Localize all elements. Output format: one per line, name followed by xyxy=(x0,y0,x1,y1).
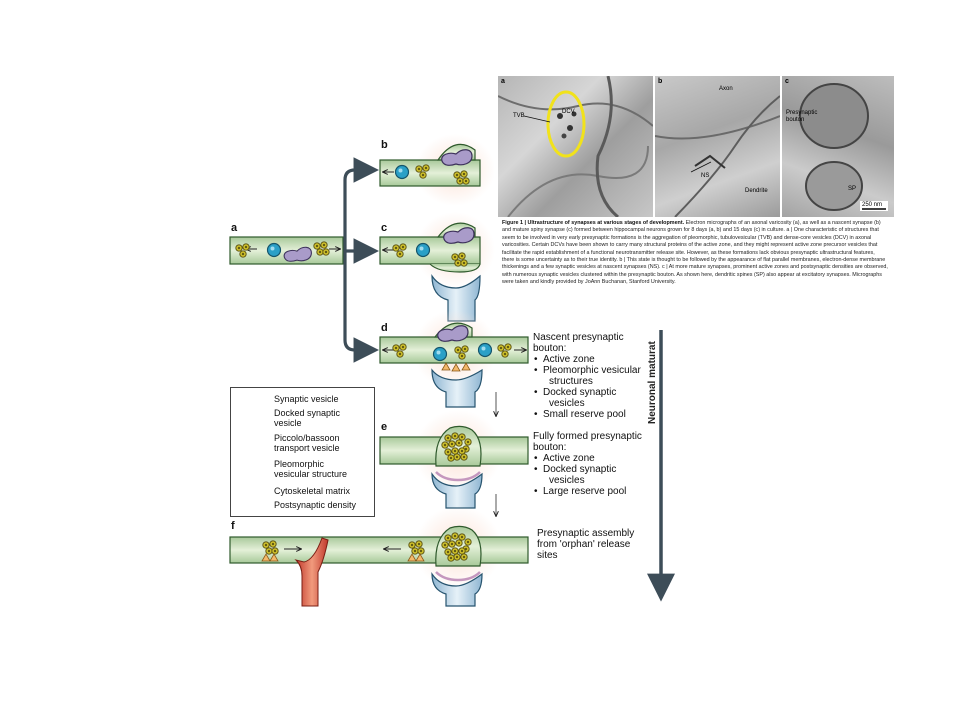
axon-e xyxy=(379,410,529,516)
description-f-line-3: sites xyxy=(537,550,558,561)
list-item: structures xyxy=(549,376,593,387)
legend-pleo-2: vesicular structure xyxy=(274,469,348,479)
micrograph-a-texture xyxy=(498,76,653,217)
label-ns: NS xyxy=(701,173,710,179)
label-axon: Axon xyxy=(719,86,733,92)
description-f-line-2: from 'orphan' release xyxy=(537,539,631,550)
list-item: vesicles xyxy=(549,475,585,486)
description-e: Fully formed presynaptic bouton: Active … xyxy=(533,431,648,497)
caption-body: Electron micrographs of an axonal varico… xyxy=(502,220,888,286)
description-e-title-1: Fully formed presynaptic xyxy=(533,431,642,442)
description-e-list: Active zone Docked synaptic vesicles Lar… xyxy=(533,453,648,497)
description-d-list: Active zone Pleomorphic vesicular struct… xyxy=(533,354,648,420)
description-e-title-2: bouton: xyxy=(533,442,567,453)
label-sp: SP xyxy=(848,186,857,192)
legend-piccolo-2: transport vesicle xyxy=(274,443,340,453)
label-tvb: TVB xyxy=(513,113,525,119)
panel-label-a: a xyxy=(231,222,238,234)
micrograph-c-texture xyxy=(799,83,888,211)
branch-arrows xyxy=(343,157,380,363)
axon-c xyxy=(379,212,495,322)
list-item: Docked synaptic xyxy=(533,387,648,398)
list-item: Pleomorphic vesicular xyxy=(533,365,648,376)
label-presynaptic-1: Presynaptic xyxy=(786,110,818,116)
micrograph-c: c Presynaptic bouton SP 250 nm xyxy=(782,76,894,217)
label-dendrite: Dendrite xyxy=(745,188,768,194)
axon-a xyxy=(229,236,344,265)
axon-d xyxy=(379,310,529,416)
description-d-title-1: Nascent presynaptic xyxy=(533,332,624,343)
micrograph-figure: a TVB DCV b Axon NS Dendrite c Presynapt… xyxy=(498,76,894,328)
description-d: Nascent presynaptic bouton: Active zone … xyxy=(533,332,648,420)
axon-f xyxy=(229,506,529,607)
legend-postsynaptic: Postsynaptic density xyxy=(274,500,357,510)
legend-docked-1: Docked synaptic xyxy=(274,408,341,418)
legend-pleo-1: Pleomorphic xyxy=(274,459,325,469)
micrograph-b-letter: b xyxy=(658,78,663,85)
list-item: Docked synaptic xyxy=(533,464,648,475)
axis-label: Neuronal maturat xyxy=(647,341,658,424)
list-item: Large reserve pool xyxy=(533,486,648,497)
panel-label-f: f xyxy=(231,520,235,532)
micrograph-a: a TVB DCV xyxy=(498,76,653,217)
legend: Synaptic vesicle Docked synaptic vesicle… xyxy=(230,387,375,517)
description-f: Presynaptic assembly from 'orphan' relea… xyxy=(537,528,652,561)
label-dcv: DCV xyxy=(562,109,575,115)
legend-piccolo-1: Piccolo/bassoon xyxy=(274,433,340,443)
micrograph-c-letter: c xyxy=(785,78,789,85)
panel-label-d: d xyxy=(381,322,388,334)
description-f-line-1: Presynaptic assembly xyxy=(537,528,635,539)
legend-cytoskeletal: Cytoskeletal matrix xyxy=(274,486,351,496)
list-item: Active zone xyxy=(533,453,648,464)
caption-title: Figure 1 | Ultrastructure of synapses at… xyxy=(502,220,685,226)
micrograph-b: b Axon NS Dendrite xyxy=(655,76,780,217)
description-d-title-2: bouton: xyxy=(533,343,567,354)
panel-label-b: b xyxy=(381,139,388,151)
list-item: vesicles xyxy=(549,398,585,409)
list-item: Small reserve pool xyxy=(533,409,648,420)
panel-label-c: c xyxy=(381,222,388,234)
list-item: Active zone xyxy=(533,354,648,365)
label-scale: 250 nm xyxy=(862,202,883,208)
legend-synaptic-vesicle: Synaptic vesicle xyxy=(274,394,339,404)
label-presynaptic-2: bouton xyxy=(786,117,805,123)
axon-b xyxy=(379,134,495,206)
micrograph-b-texture xyxy=(655,95,780,217)
figure-caption: Figure 1 | Ultrastructure of synapses at… xyxy=(502,220,888,287)
micrograph-a-letter: a xyxy=(501,78,505,85)
panel-label-e: e xyxy=(381,421,388,433)
legend-docked-2: vesicle xyxy=(274,418,302,428)
